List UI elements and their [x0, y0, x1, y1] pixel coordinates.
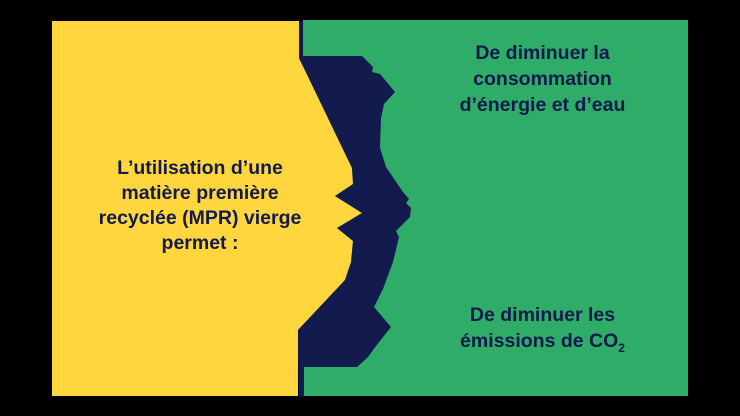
co2-text: émissions de CO: [460, 330, 619, 352]
benefit-energy-water-line: consommation: [473, 68, 612, 90]
intro-text-line: recyclée (MPR) vierge: [98, 207, 302, 229]
benefit-co2-line: émissions de CO2: [420, 328, 665, 356]
benefit-energy-water-line: d’énergie et d’eau: [459, 94, 626, 116]
intro-text-line: permet :: [161, 232, 239, 254]
yellow-panel: [52, 21, 362, 396]
co2-subscript: 2: [618, 341, 625, 355]
brace-connector-shape: [298, 21, 411, 397]
benefit-energy-water-line: De diminuer la: [475, 42, 610, 64]
benefit-co2-line: De diminuer les: [469, 304, 616, 326]
intro-text: L’utilisation d’une matière première rec…: [72, 156, 328, 256]
benefit-energy-water-text: De diminuer la consommation d’énergie et…: [420, 40, 665, 118]
intro-text-line: L’utilisation d’une: [117, 157, 283, 179]
intro-text-line: matière première: [121, 182, 279, 204]
benefit-co2-text: De diminuer les émissions de CO2: [420, 302, 665, 356]
